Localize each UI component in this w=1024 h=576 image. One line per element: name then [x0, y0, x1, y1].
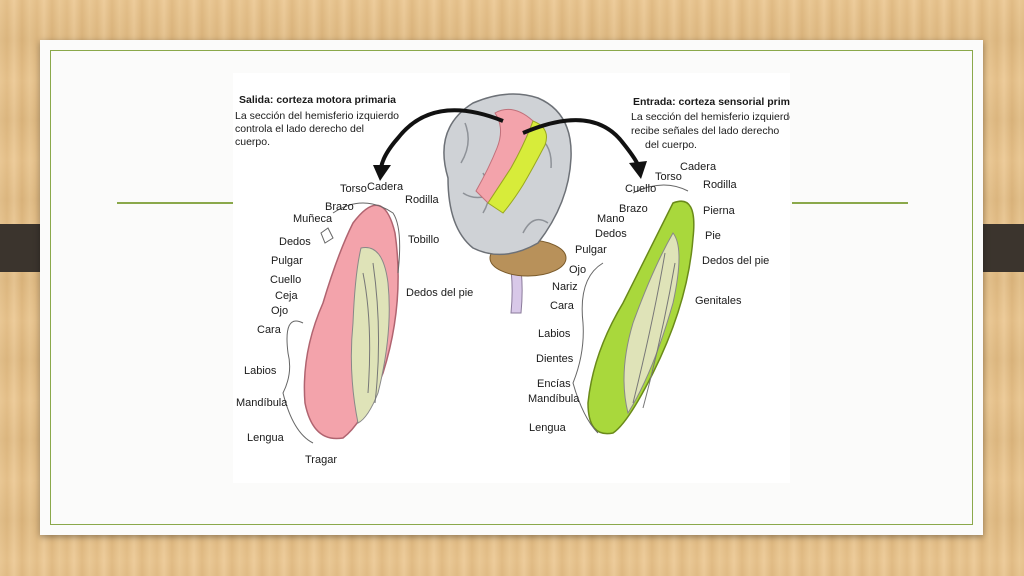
brain-illustration [443, 93, 572, 314]
motor-label-dedos: Dedos [279, 236, 311, 248]
motor-label-muneca: Muñeca [293, 213, 333, 225]
cortex-diagram: Salida: corteza motora primaria La secci… [233, 73, 809, 483]
sensory-label-ojo: Ojo [569, 264, 586, 276]
sensory-label-encias: Encías [537, 378, 571, 390]
motor-label-rodilla: Rodilla [405, 194, 440, 206]
motor-label-tragar: Tragar [305, 454, 337, 466]
motor-desc-line2: controla el lado derecho del [235, 123, 364, 135]
sensory-label-rodilla: Rodilla [703, 179, 738, 191]
left-arrowhead [373, 165, 391, 181]
motor-title: Salida: corteza motora primaria [239, 94, 396, 106]
sensory-desc-line1: La sección del hemisferio izquierdo [631, 111, 790, 123]
motor-label-dedos-del-pie: Dedos del pie [406, 287, 473, 299]
sensory-label-cuello: Cuello [625, 183, 656, 195]
sensory-label-pulgar: Pulgar [575, 244, 607, 256]
sensory-label-brazo: Brazo [619, 203, 648, 215]
motor-label-tobillo: Tobillo [408, 234, 439, 246]
sensory-label-dedos-del-pie: Dedos del pie [702, 255, 769, 267]
sensory-label-dedos: Dedos [595, 228, 627, 240]
right-arrowhead [629, 161, 647, 179]
sensory-label-pierna: Pierna [703, 205, 736, 217]
sensory-homunculus [572, 184, 695, 435]
sensory-label-labios: Labios [538, 328, 571, 340]
motor-label-torso: Torso [340, 183, 367, 195]
sensory-title: Entrada: corteza sensorial primaria [633, 96, 790, 108]
sensory-desc-line3: del cuerpo. [645, 139, 697, 151]
sensory-label-pie: Pie [705, 230, 721, 242]
motor-label-mandibula: Mandíbula [236, 397, 288, 409]
sensory-label-lengua: Lengua [529, 422, 567, 434]
right-rule [792, 202, 908, 204]
motor-label-cara: Cara [257, 324, 282, 336]
arrows [373, 108, 647, 181]
sensory-label-dientes: Dientes [536, 353, 574, 365]
left-rule [117, 202, 233, 204]
sensory-label-cara: Cara [550, 300, 575, 312]
motor-label-cuello: Cuello [270, 274, 301, 286]
motor-label-ojo: Ojo [271, 305, 288, 317]
sensory-label-mandibula: Mandíbula [528, 393, 580, 405]
motor-label-brazo: Brazo [325, 201, 354, 213]
cortex-svg: Salida: corteza motora primaria La secci… [233, 73, 809, 483]
sensory-label-genitales: Genitales [695, 295, 742, 307]
sensory-label-torso: Torso [655, 171, 682, 183]
sensory-label-cadera: Cadera [680, 161, 717, 173]
motor-label-lengua: Lengua [247, 432, 285, 444]
motor-label-ceja: Ceja [275, 290, 299, 302]
sensory-label-nariz: Nariz [552, 281, 578, 293]
sensory-label-mano: Mano [597, 213, 625, 225]
slide-frame [50, 50, 973, 525]
motor-label-labios: Labios [244, 365, 277, 377]
motor-homunculus [282, 202, 401, 444]
motor-label-pulgar: Pulgar [271, 255, 303, 267]
motor-label-cadera: Cadera [367, 181, 404, 193]
sensory-desc-line2: recibe señales del lado derecho [631, 125, 779, 137]
motor-desc-line1: La sección del hemisferio izquierdo [235, 110, 399, 122]
motor-desc-line3: cuerpo. [235, 136, 270, 148]
